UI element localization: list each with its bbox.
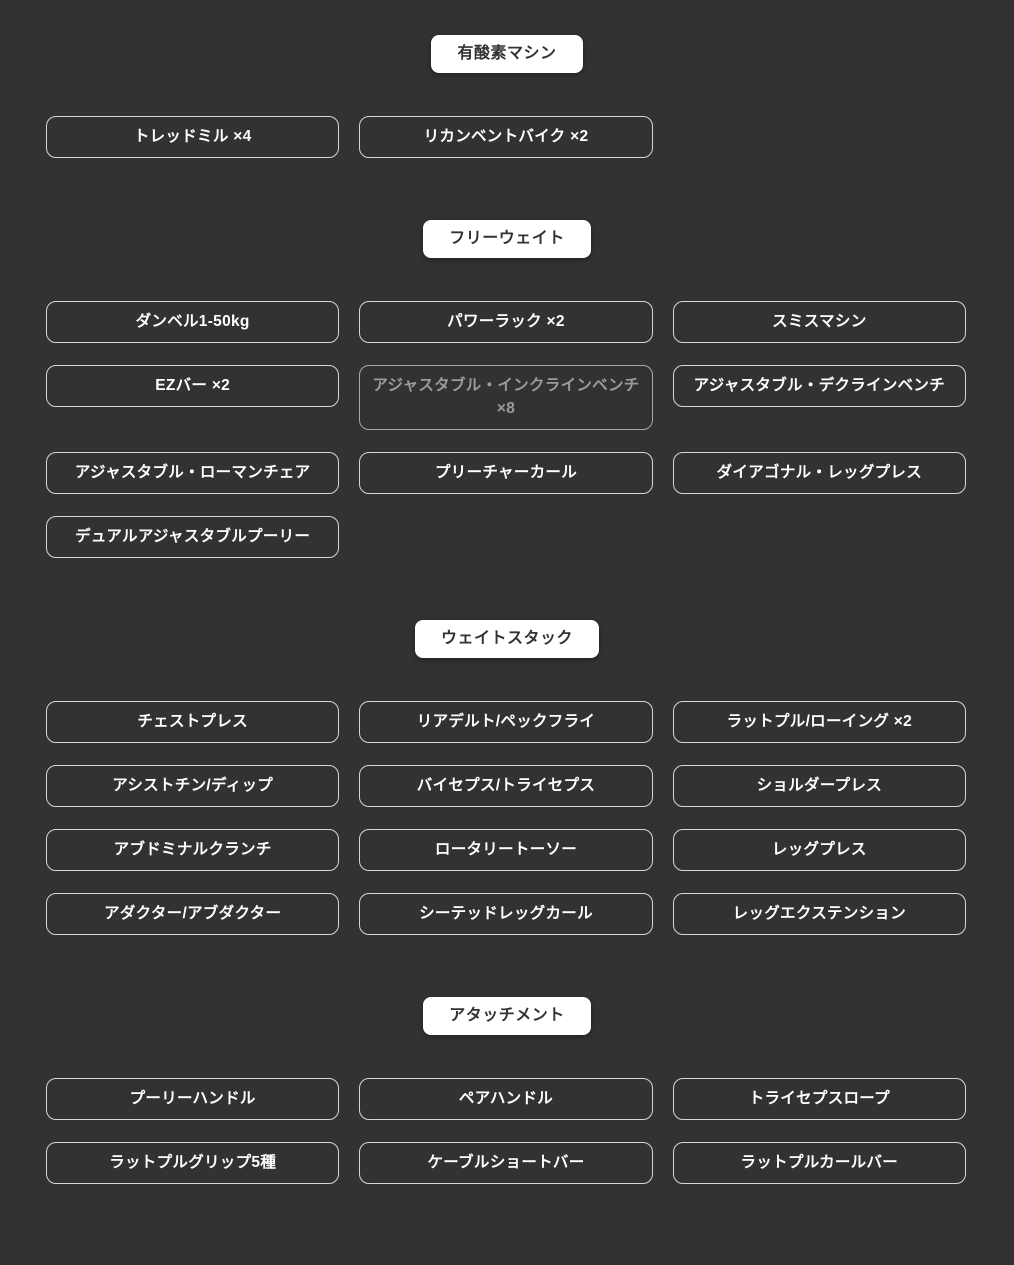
section-header: ウェイトスタック (0, 619, 1014, 658)
section-header: アタッチメント (0, 996, 1014, 1035)
equipment-button[interactable]: アジャスタブル・ローマンチェア (46, 451, 340, 494)
equipment-button[interactable]: バイセプス/トライセプス (359, 764, 653, 807)
equipment-button[interactable]: ダンベル1-50kg (46, 301, 340, 343)
equipment-button[interactable]: ペアハンドル (359, 1077, 653, 1120)
equipment-button[interactable]: ラットプル/ローイング ×2 (672, 700, 966, 743)
equipment-button[interactable]: パワーラック ×2 (359, 301, 653, 343)
equipment-button[interactable]: トライセプスロープ (672, 1077, 966, 1120)
equipment-button[interactable]: プーリーハンドル (46, 1077, 340, 1120)
equipment-button[interactable]: アジャスタブル・インクラインベンチ ×8 (359, 365, 653, 430)
equipment-button[interactable]: アシストチン/ディップ (46, 764, 340, 807)
equipment-button[interactable]: トレッドミル ×4 (46, 116, 340, 158)
equipment-button[interactable]: プリーチャーカール (359, 451, 653, 494)
equipment-button[interactable]: チェストプレス (46, 700, 340, 743)
equipment-button[interactable]: ロータリートーソー (359, 828, 653, 871)
section-header: フリーウェイト (0, 220, 1014, 258)
equipment-button[interactable]: アダクター/アブダクター (46, 892, 340, 935)
equipment-button[interactable]: レッグエクステンション (672, 892, 966, 935)
section-title-badge: 有酸素マシン (431, 35, 583, 73)
equipment-button[interactable]: ケーブルショートバー (359, 1141, 653, 1184)
equipment-button[interactable]: デュアルアジャスタブルプーリー (46, 515, 340, 558)
section-title-badge: フリーウェイト (423, 220, 591, 258)
equipment-button[interactable]: ダイアゴナル・レッグプレス (672, 451, 966, 494)
equipment-button[interactable]: EZバー ×2 (46, 365, 340, 407)
equipment-section: フリーウェイト ダンベル1-50kg パワーラック ×2 スミスマシン EZバー… (0, 220, 1014, 558)
equipment-button[interactable]: リアデルト/ペックフライ (359, 700, 653, 743)
equipment-section: ウェイトスタック チェストプレス リアデルト/ペックフライ ラットプル/ローイン… (0, 619, 1014, 935)
equipment-button[interactable]: ショルダープレス (672, 764, 966, 807)
equipment-button[interactable]: ラットプルグリップ5種 (46, 1141, 340, 1184)
equipment-section: アタッチメント プーリーハンドル ペアハンドル トライセプスロープ ラットプルグ… (0, 996, 1014, 1184)
equipment-grid: チェストプレス リアデルト/ペックフライ ラットプル/ローイング ×2 アシスト… (46, 700, 966, 935)
equipment-button[interactable]: リカンベントバイク ×2 (359, 116, 653, 158)
equipment-button[interactable]: アブドミナルクランチ (46, 828, 340, 871)
section-title-badge: アタッチメント (423, 996, 591, 1035)
gym-equipment-board: 有酸素マシン トレッドミル ×4 リカンベントバイク ×2 フリーウェイト ダン… (0, 35, 1014, 1184)
equipment-section: 有酸素マシン トレッドミル ×4 リカンベントバイク ×2 (0, 35, 1014, 158)
equipment-grid: トレッドミル ×4 リカンベントバイク ×2 (46, 116, 966, 158)
equipment-grid: プーリーハンドル ペアハンドル トライセプスロープ ラットプルグリップ5種 ケー… (46, 1077, 966, 1184)
section-header: 有酸素マシン (0, 35, 1014, 73)
equipment-button[interactable]: レッグプレス (672, 828, 966, 871)
equipment-button[interactable]: スミスマシン (672, 301, 966, 343)
equipment-button[interactable]: アジャスタブル・デクラインベンチ (672, 365, 966, 407)
equipment-button[interactable]: ラットプルカールバー (672, 1141, 966, 1184)
equipment-button[interactable]: シーテッドレッグカール (359, 892, 653, 935)
section-title-badge: ウェイトスタック (414, 619, 599, 658)
equipment-grid: ダンベル1-50kg パワーラック ×2 スミスマシン EZバー ×2 アジャス… (46, 301, 966, 558)
